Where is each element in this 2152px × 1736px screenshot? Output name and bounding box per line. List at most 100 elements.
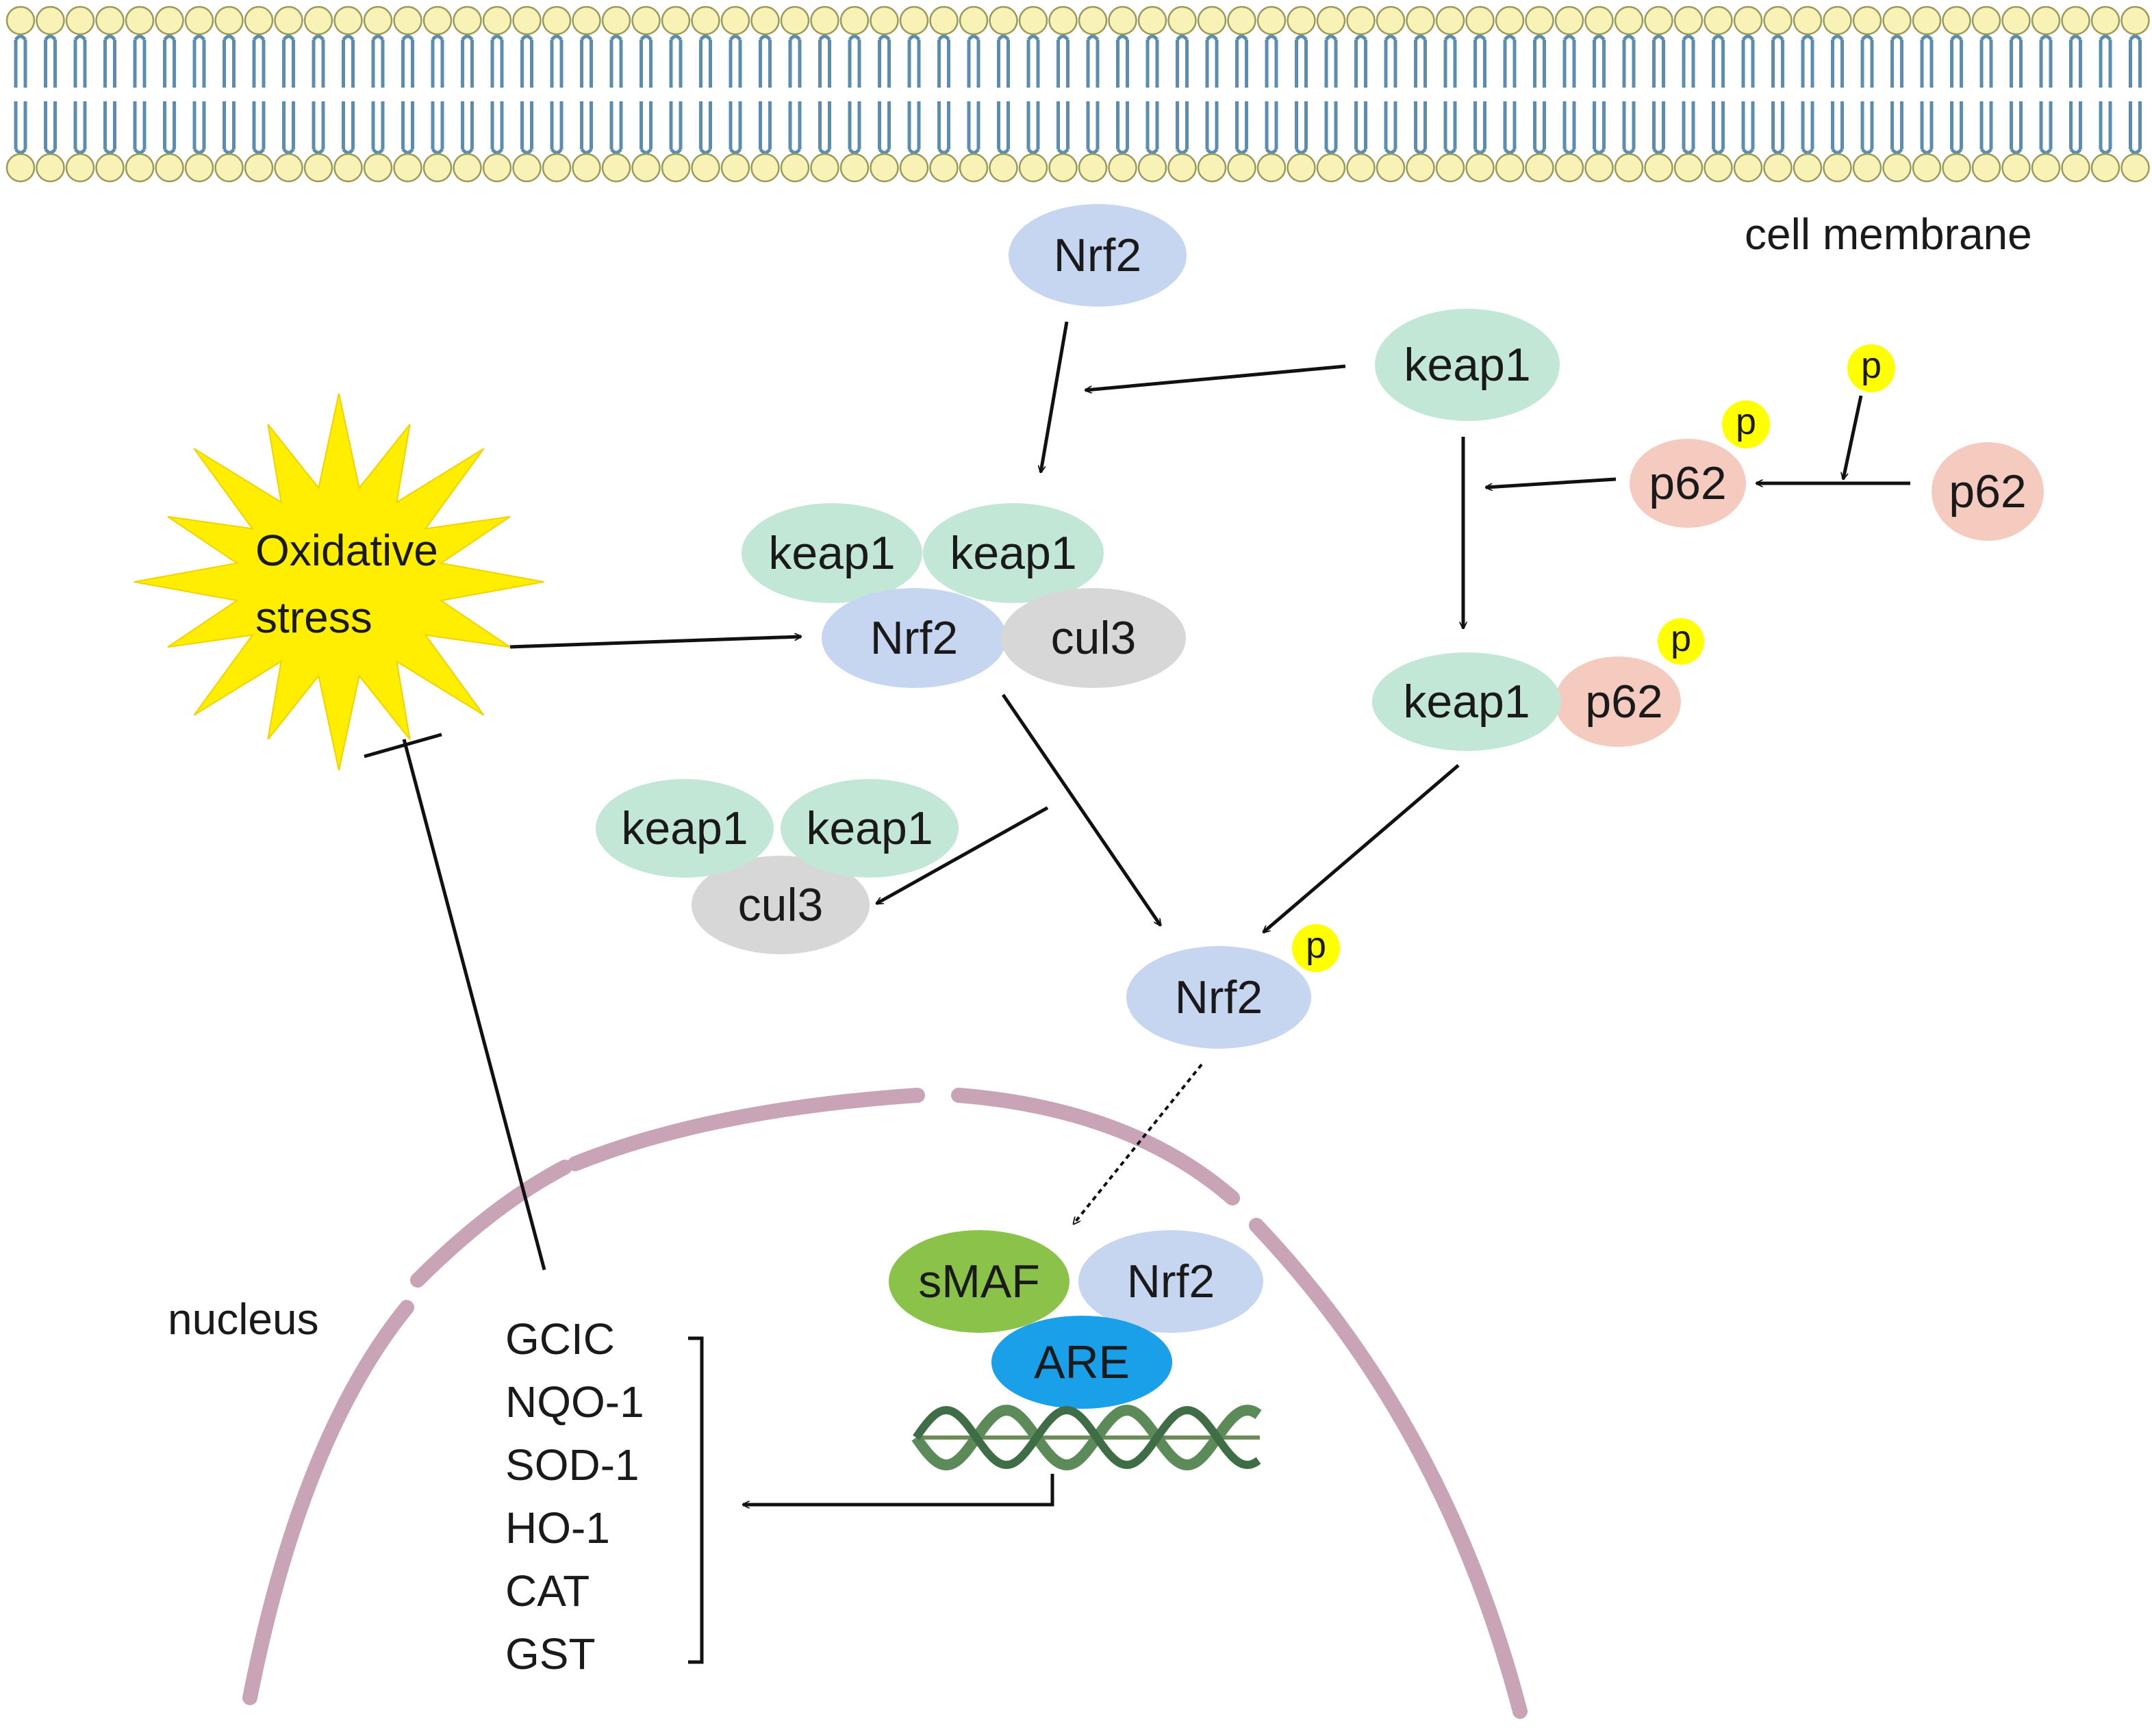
lipid-head xyxy=(244,5,274,36)
cul3-complex xyxy=(1001,588,1186,688)
lipid-head xyxy=(780,5,810,36)
lipid-tail xyxy=(1205,101,1219,155)
lipid-tail xyxy=(1562,34,1576,88)
lipid-head xyxy=(601,5,631,36)
lipid-tail xyxy=(818,34,831,88)
lipid-head xyxy=(1048,153,1078,183)
lipid-head xyxy=(1704,5,1733,36)
lipid-head xyxy=(1376,153,1406,183)
lipid-head xyxy=(572,5,601,36)
lipid-head xyxy=(1525,5,1554,36)
lipid-head xyxy=(512,5,542,36)
lipid-head xyxy=(1167,153,1197,183)
pathway-arrows xyxy=(364,321,1910,1664)
lipid-tail xyxy=(1414,101,1427,155)
lipid-head xyxy=(2061,5,2090,36)
lipid-head xyxy=(1614,153,1644,183)
lipid-tail xyxy=(1295,34,1308,88)
inhibition-bar xyxy=(364,732,442,758)
lipid-head xyxy=(1316,153,1346,183)
lipid-head xyxy=(1554,5,1584,36)
lipid-tail xyxy=(2039,34,2053,88)
lipid-tail xyxy=(1176,34,1189,88)
lipid-head xyxy=(333,5,363,36)
lipid-tail xyxy=(1622,101,1636,155)
lipid-tail xyxy=(848,34,861,88)
lipid-tail xyxy=(580,34,593,88)
lipid-head xyxy=(959,153,989,183)
lipid-head xyxy=(1495,5,1525,36)
arrow-nrf2-translocation xyxy=(1074,1063,1203,1224)
arrow-nrf2-to-complex xyxy=(1041,321,1069,472)
lipid-head xyxy=(95,153,125,183)
lipid-tail xyxy=(1890,101,1903,155)
lipid-tail xyxy=(2099,34,2112,88)
arrow-release-keap1-cul3 xyxy=(876,806,1049,906)
membrane-lipid-heads xyxy=(5,5,2150,183)
lipid-tail xyxy=(1086,101,1100,155)
lipid-tail xyxy=(14,101,27,155)
lipid-tail xyxy=(788,34,802,88)
lipid-head xyxy=(1137,153,1167,183)
lipid-tail xyxy=(1652,34,1665,88)
lipid-tail xyxy=(1831,101,1844,155)
lipid-tail xyxy=(1533,34,1546,88)
lipid-tail xyxy=(192,101,206,155)
lipid-head xyxy=(2090,153,2121,183)
lipid-tail xyxy=(967,101,980,155)
lipid-tail xyxy=(848,101,861,155)
lipid-head xyxy=(1316,5,1346,36)
lipid-head xyxy=(482,153,512,183)
lipid-tail xyxy=(431,101,444,155)
lipid-head xyxy=(2031,153,2061,183)
lipid-tail xyxy=(937,34,950,88)
lipid-tail xyxy=(282,101,295,155)
lipid-tail xyxy=(282,34,295,88)
lipid-tail xyxy=(1176,101,1189,155)
lipid-tail xyxy=(1622,34,1636,88)
lipid-head xyxy=(1554,153,1584,183)
lipid-head xyxy=(601,153,631,183)
lipid-tail xyxy=(1950,101,1963,155)
lipid-tail xyxy=(461,34,474,88)
lipid-head xyxy=(1823,153,1852,183)
lipid-head xyxy=(1018,153,1048,183)
lipid-tail xyxy=(1414,34,1427,88)
lipid-head xyxy=(453,153,482,183)
lipid-tail xyxy=(759,101,772,155)
lipid-tail xyxy=(2129,34,2142,88)
lipid-tail xyxy=(1831,34,1844,88)
lipid-head xyxy=(691,153,720,183)
membrane-lipid-tails xyxy=(14,34,2142,155)
lipid-tail xyxy=(550,34,564,88)
lipid-head xyxy=(1137,5,1167,36)
lipid-head xyxy=(1406,153,1435,183)
lipid-tail xyxy=(1771,34,1784,88)
lipid-tail xyxy=(1384,101,1397,155)
lipid-tail xyxy=(2129,101,2142,155)
lipid-tail xyxy=(1860,101,1874,155)
lipid-head xyxy=(1048,5,1078,36)
lipid-tail xyxy=(1473,101,1486,155)
lipid-head xyxy=(1197,153,1227,183)
lipid-head xyxy=(1793,5,1823,36)
lipid-tail xyxy=(1801,34,1814,88)
p62-right xyxy=(1932,442,2044,541)
lipid-head xyxy=(1227,153,1256,183)
lipid-head xyxy=(274,153,303,183)
lipid-head xyxy=(303,153,333,183)
lipid-head xyxy=(810,153,839,183)
lipid-head xyxy=(95,5,125,36)
lipid-tail xyxy=(907,101,921,155)
lipid-tail xyxy=(1979,34,1993,88)
lipid-tail xyxy=(1860,34,1874,88)
lipid-head xyxy=(5,153,36,183)
lipid-head xyxy=(155,5,184,36)
lipid-tail xyxy=(1145,101,1159,155)
keap1-complex-right xyxy=(923,503,1104,603)
lipid-tail xyxy=(133,34,147,88)
lipid-head xyxy=(1525,153,1554,183)
lipid-tail xyxy=(1950,34,1963,88)
lipid-tail xyxy=(1354,34,1367,88)
lipid-tail xyxy=(44,101,57,155)
